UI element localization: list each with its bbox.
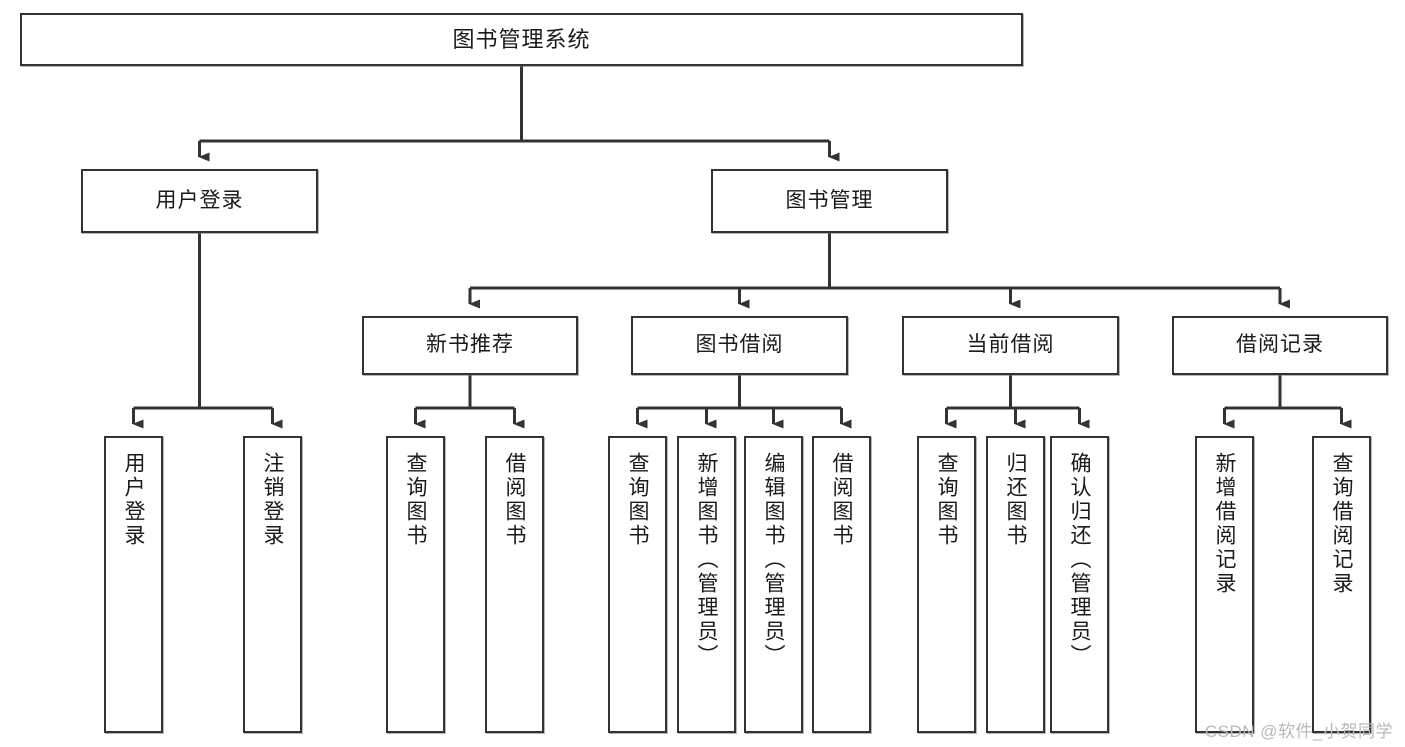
node-current-borrow[interactable]: 当前借阅: [902, 316, 1119, 375]
node-leaf-record-query[interactable]: 查询借阅记录: [1312, 436, 1371, 733]
node-label: 图书管理系统: [452, 26, 591, 52]
node-label: 用户登录: [155, 188, 244, 212]
csdn-watermark: CSDN @软件_小贺同学: [1204, 722, 1393, 741]
node-book-borrow[interactable]: 图书借阅: [631, 316, 848, 375]
node-label: 借阅记录: [1236, 333, 1324, 357]
node-label: 新增借阅记录: [1213, 452, 1237, 596]
node-leaf-current-query-book[interactable]: 查询图书: [917, 436, 976, 733]
node-leaf-current-return-book[interactable]: 归还图书: [986, 436, 1045, 733]
node-new-book-recommend[interactable]: 新书推荐: [362, 316, 578, 375]
node-label: 用户登录: [122, 452, 146, 548]
node-label: 新增图书（管理员）: [695, 452, 719, 668]
node-label: 新书推荐: [426, 333, 514, 357]
node-leaf-record-add[interactable]: 新增借阅记录: [1195, 436, 1254, 733]
node-label: 查询借阅记录: [1330, 452, 1354, 596]
node-borrow-record[interactable]: 借阅记录: [1172, 316, 1388, 375]
node-leaf-borrow-borrow-book[interactable]: 借阅图书: [812, 436, 871, 733]
node-leaf-borrow-add-book[interactable]: 新增图书（管理员）: [677, 436, 736, 733]
node-label: 确认归还（管理员）: [1068, 452, 1092, 668]
node-leaf-recommend-query-book[interactable]: 查询图书: [386, 436, 445, 733]
node-leaf-recommend-borrow-book[interactable]: 借阅图书: [485, 436, 544, 733]
node-label: 借阅图书: [830, 452, 854, 548]
node-label: 查询图书: [626, 452, 650, 548]
node-user-login[interactable]: 用户登录: [81, 169, 318, 233]
node-label: 归还图书: [1004, 452, 1028, 548]
node-leaf-current-confirm-return[interactable]: 确认归还（管理员）: [1050, 436, 1109, 733]
node-leaf-borrow-query-book[interactable]: 查询图书: [608, 436, 667, 733]
node-label: 图书管理: [785, 188, 874, 212]
node-label: 查询图书: [935, 452, 959, 548]
node-label: 图书借阅: [695, 333, 784, 357]
node-book-management[interactable]: 图书管理: [711, 169, 948, 233]
node-leaf-user-login[interactable]: 用户登录: [104, 436, 163, 733]
node-label: 借阅图书: [503, 452, 527, 548]
node-label: 查询图书: [404, 452, 428, 548]
node-root[interactable]: 图书管理系统: [20, 13, 1023, 66]
node-label: 当前借阅: [966, 333, 1055, 357]
node-leaf-user-logout[interactable]: 注销登录: [243, 436, 302, 733]
node-label: 注销登录: [261, 452, 285, 548]
node-leaf-borrow-edit-book[interactable]: 编辑图书（管理员）: [744, 436, 803, 733]
node-label: 编辑图书（管理员）: [762, 452, 786, 668]
